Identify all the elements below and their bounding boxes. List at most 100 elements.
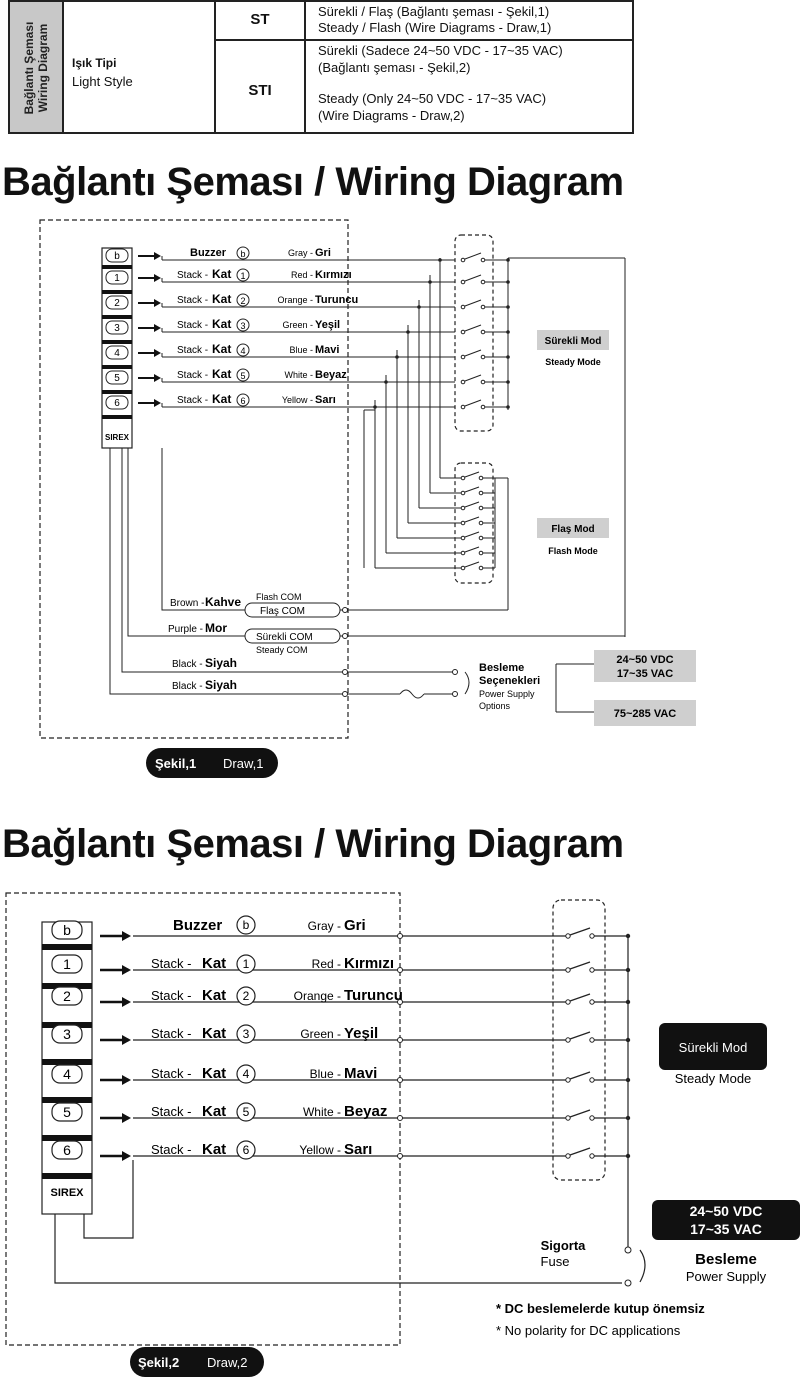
d1-wire-en: Yellow - bbox=[282, 395, 313, 405]
d1-wire-en: Orange - bbox=[277, 295, 313, 305]
d2-bus-dot bbox=[625, 1077, 631, 1083]
d1-switch-contact bbox=[480, 404, 486, 410]
d2-arrowhead bbox=[122, 931, 131, 941]
dc-supply-box-2 bbox=[652, 1200, 800, 1240]
d2-switch-blade bbox=[569, 927, 591, 936]
sti-desc-line1: Sürekli (Sadece 24~50 VDC - 17~35 VAC) bbox=[318, 43, 563, 58]
d1-wire-name: Kat bbox=[212, 392, 231, 406]
d1-flash-blade bbox=[464, 561, 480, 568]
code-column: ST STI bbox=[216, 2, 306, 132]
d1-flash-contact bbox=[460, 535, 466, 541]
ac-supply-label: 75~285 VAC bbox=[614, 708, 677, 720]
d1-arrowhead bbox=[154, 299, 161, 307]
d1-flash-contact bbox=[460, 490, 466, 496]
tower2-brand: SIREX bbox=[50, 1187, 84, 1199]
d1-wire-num: 5 bbox=[240, 371, 245, 381]
black-wire1-tr: Siyah bbox=[205, 656, 237, 670]
d2-wire-num-circle bbox=[236, 1102, 256, 1122]
sti-desc-line3: Steady (Only 24~50 VDC - 17~35 VAC) bbox=[318, 91, 547, 106]
d1-wire-name: Kat bbox=[212, 367, 231, 381]
d2-tier-label: b bbox=[63, 922, 71, 938]
purple-wire-tr: Mor bbox=[205, 621, 227, 635]
d2-tier-label: 1 bbox=[63, 956, 71, 972]
d1-flash-blade bbox=[464, 531, 480, 538]
flash-mode-en: Flash Mode bbox=[548, 546, 598, 556]
d1-switch-blade bbox=[464, 349, 482, 357]
d2-wire-num: 6 bbox=[243, 1143, 250, 1157]
d2-switch-contact bbox=[565, 999, 571, 1005]
d1-wire-num: 2 bbox=[240, 296, 245, 306]
d1-switch-blade bbox=[464, 399, 482, 407]
d2-arrowhead bbox=[122, 1113, 131, 1123]
d1-wire-en: White - bbox=[284, 370, 313, 380]
d1-wire-name: Kat bbox=[212, 292, 231, 306]
dc-supply-1-line1: 24~50 VDC bbox=[616, 654, 673, 666]
code-st: ST bbox=[250, 11, 270, 28]
light-style-cell: Işık Tipi Light Style bbox=[64, 2, 216, 132]
steady-mode-en-1: Steady Mode bbox=[545, 357, 601, 367]
d1-wire-num-circle bbox=[236, 343, 250, 357]
d1-arrowhead bbox=[154, 252, 161, 260]
d1-wire-tr: Mavi bbox=[315, 344, 339, 356]
st-desc-line2: Steady / Flash (Wire Diagrams - Draw,1) bbox=[318, 20, 552, 35]
d2-tier-badge bbox=[51, 920, 83, 940]
d2-wire-num-circle bbox=[236, 915, 256, 935]
d2-switch-contact bbox=[565, 1153, 571, 1159]
d1-switch-blade bbox=[464, 274, 482, 282]
d2-switch-contact bbox=[589, 999, 595, 1005]
d2-switch-contact bbox=[565, 1115, 571, 1121]
d1-arrowhead bbox=[154, 399, 161, 407]
d2-tier-badge bbox=[51, 1064, 83, 1084]
d1-wire-prefix: Stack - bbox=[177, 320, 208, 331]
d1-tier-badge bbox=[105, 270, 129, 285]
d2-tier-label: 2 bbox=[63, 988, 71, 1004]
d2-switch-contact bbox=[589, 1037, 595, 1043]
d2-terminal bbox=[397, 999, 403, 1005]
d2-bus-dot bbox=[625, 1115, 631, 1121]
steady-com-en: Steady COM bbox=[256, 645, 308, 655]
draw1-badge-light: Draw,1 bbox=[223, 756, 263, 771]
d2-wire-name: Kat bbox=[202, 1103, 226, 1120]
light-style-subtitle: Light Style bbox=[72, 74, 133, 89]
d1-wire-num: b bbox=[240, 249, 245, 259]
d2-wire-name: Kat bbox=[202, 1141, 226, 1158]
d1-flash-contact bbox=[478, 505, 484, 511]
steady-mode-box bbox=[537, 330, 609, 350]
d1-switch-contact bbox=[480, 354, 486, 360]
d2-switch-contact bbox=[565, 1037, 571, 1043]
polarity-note-tr: * DC beslemelerde kutup önemsiz bbox=[496, 1301, 705, 1316]
d1-wire-num: 6 bbox=[240, 396, 245, 406]
d1-wire-num-circle bbox=[236, 318, 250, 332]
d1-tier-label: 5 bbox=[114, 373, 120, 384]
d2-wire-tr: Beyaz bbox=[344, 1103, 387, 1120]
d1-wire-num-circle bbox=[236, 293, 250, 307]
d2-tier-label: 6 bbox=[63, 1142, 71, 1158]
d1-switch-blade bbox=[464, 299, 482, 307]
d2-wire-tr: Sarı bbox=[344, 1141, 372, 1158]
d2-tier-badge bbox=[51, 1140, 83, 1160]
d1-flash-contact bbox=[478, 550, 484, 556]
d2-wire-prefix: Stack - bbox=[151, 988, 191, 1003]
vertical-header-text: Bağlantı Şeması Wiring Diagram bbox=[22, 21, 50, 115]
d1-tier-label: 4 bbox=[114, 348, 120, 359]
d2-wire-tr: Gri bbox=[344, 917, 366, 934]
flash-mode-box bbox=[537, 518, 609, 538]
steady-mode-tr-2: Sürekli Mod bbox=[679, 1040, 748, 1055]
black-wire2-tr: Siyah bbox=[205, 678, 237, 692]
draw1-badge-bold: Şekil,1 bbox=[155, 756, 196, 771]
d2-wire-num-circle bbox=[236, 1064, 256, 1084]
diagram1-outline bbox=[39, 219, 349, 739]
fuse-tr: Sigorta bbox=[541, 1238, 587, 1253]
dc-supply-1-line2: 17~35 VAC bbox=[617, 668, 673, 680]
d1-wire-name: Kat bbox=[212, 342, 231, 356]
flash-com-en: Flash COM bbox=[256, 592, 302, 602]
d2-terminal bbox=[397, 1077, 403, 1083]
d2-switch-blade bbox=[569, 961, 591, 970]
d1-switch-contact bbox=[460, 404, 466, 410]
black-wire1-en: Black - bbox=[172, 659, 203, 670]
d1-tier-badge bbox=[105, 345, 129, 360]
d2-wire-en: Red - bbox=[312, 957, 341, 971]
d1-flash-contact bbox=[460, 565, 466, 571]
d1-switch-contact bbox=[460, 279, 466, 285]
